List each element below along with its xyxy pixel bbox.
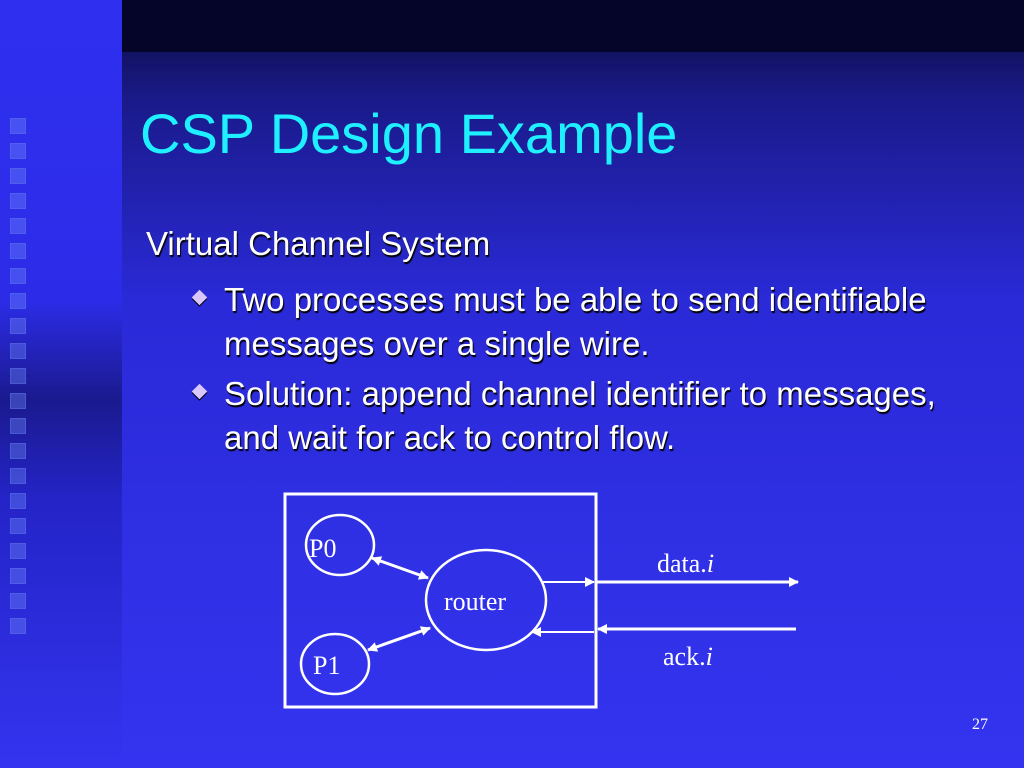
slide-title: CSP Design Example <box>140 102 678 165</box>
top-band <box>122 0 1024 52</box>
sidebar-square <box>10 618 26 634</box>
sidebar-square <box>10 293 26 309</box>
router-node <box>424 548 548 652</box>
p1-node <box>299 632 371 696</box>
p1-label: P1 <box>313 651 340 680</box>
p1-router-link <box>367 626 431 652</box>
sidebar-square <box>10 218 26 234</box>
data-prefix: data. <box>657 549 707 578</box>
sidebar-square <box>10 468 26 484</box>
p0-router-link <box>371 556 429 580</box>
sidebar-decoration <box>0 0 122 768</box>
sidebar-square <box>10 368 26 384</box>
p0-label: P0 <box>309 534 336 563</box>
sidebar-square <box>10 418 26 434</box>
sidebar-square <box>10 193 26 209</box>
p0-node <box>304 513 376 577</box>
page-number: 27 <box>972 716 988 733</box>
sidebar-square <box>10 493 26 509</box>
bullet-text: Solution: append channel identifier to m… <box>224 375 936 456</box>
sidebar-square <box>10 168 26 184</box>
sidebar-squares <box>6 118 30 643</box>
bullet-text: Two processes must be able to send ident… <box>224 281 927 362</box>
sidebar-square <box>10 543 26 559</box>
data-index: i <box>707 549 714 578</box>
ack-prefix: ack. <box>663 642 706 671</box>
sidebar-square <box>10 343 26 359</box>
sidebar-square <box>10 243 26 259</box>
sidebar-square <box>10 268 26 284</box>
sidebar-square <box>10 318 26 334</box>
data-signal-label: data.i <box>657 549 714 578</box>
sidebar-square <box>10 518 26 534</box>
ack-index: i <box>706 642 713 671</box>
sidebar-square <box>10 443 26 459</box>
sidebar-square <box>10 593 26 609</box>
router-label: router <box>444 587 506 616</box>
sidebar-square <box>10 568 26 584</box>
sidebar-square <box>10 118 26 134</box>
ack-signal-label: ack.i <box>663 642 713 671</box>
level1-heading: Virtual Channel System <box>146 225 491 262</box>
system-boundary-box <box>283 492 598 709</box>
sidebar-square <box>10 143 26 159</box>
sidebar-square <box>10 393 26 409</box>
